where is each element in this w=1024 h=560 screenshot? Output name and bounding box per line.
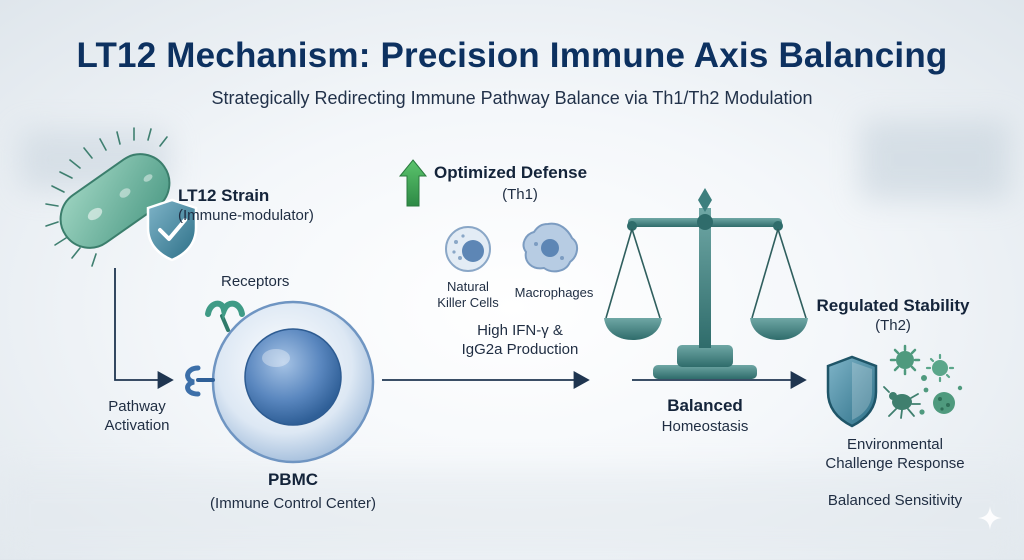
receptors-label: Receptors: [221, 273, 290, 290]
receptor-side-icon: [185, 365, 215, 397]
production-label-line1: High IFN-γ &: [477, 322, 563, 339]
response-label-line2: Challenge Response: [825, 454, 965, 472]
th1-sub: (Th1): [502, 186, 538, 203]
macrophage-icon: [522, 222, 578, 273]
nk-cell-label-line1: Natural: [447, 279, 489, 294]
pbmc-name: PBMC: [267, 470, 319, 489]
shield-check-icon: [146, 198, 198, 262]
pathway-label-line2: Activation: [104, 416, 170, 434]
page-subtitle: Strategically Redirecting Immune Pathway…: [211, 88, 813, 108]
mite-icon: [883, 386, 921, 419]
pollen-icon: [933, 392, 955, 414]
balance-heading: Balanced: [667, 396, 743, 415]
th1-heading: Optimized Defense: [434, 163, 588, 182]
th2-heading: Regulated Stability: [816, 296, 970, 315]
arrow-up-icon: [398, 159, 428, 207]
production-label: High IFN-γ & IgG2a Production: [440, 322, 600, 360]
bacterium-icon: [45, 127, 171, 267]
th2-sub: (Th2): [875, 317, 911, 334]
macrophage-label: Macrophages: [514, 285, 594, 300]
particle-dots: [919, 375, 963, 415]
sensitivity-label: Balanced Sensitivity: [827, 492, 963, 509]
receptor-top-icon: [205, 300, 245, 332]
th2-shield-icon: [826, 355, 878, 428]
pathway-label-line1: Pathway: [108, 398, 166, 415]
nk-cell-label-line2: Killer Cells: [437, 294, 499, 310]
balance-scale-icon: [604, 188, 808, 379]
sparkle-icon: [978, 506, 1002, 530]
pathway-label: Pathway Activation: [82, 398, 192, 436]
nk-cell-icon: [445, 226, 491, 272]
virus-icon-1: [889, 344, 921, 376]
response-label-line1: Environmental: [847, 436, 943, 453]
nk-cell-label: Natural Killer Cells: [425, 279, 511, 310]
response-label: Environmental Challenge Response: [800, 436, 990, 474]
production-label-line2: IgG2a Production: [461, 340, 579, 358]
virus-icon-2: [925, 353, 955, 383]
pathway-arrow: [114, 268, 174, 389]
balance-sub: Homeostasis: [661, 418, 749, 435]
pbmc-cell-icon: [211, 300, 375, 464]
strain-role: (Immune-modulator): [178, 207, 314, 224]
page-title: LT12 Mechanism: Precision Immune Axis Ba…: [76, 36, 948, 75]
pbmc-role: (Immune Control Center): [210, 495, 376, 512]
strain-name: LT12 Strain: [178, 186, 270, 205]
